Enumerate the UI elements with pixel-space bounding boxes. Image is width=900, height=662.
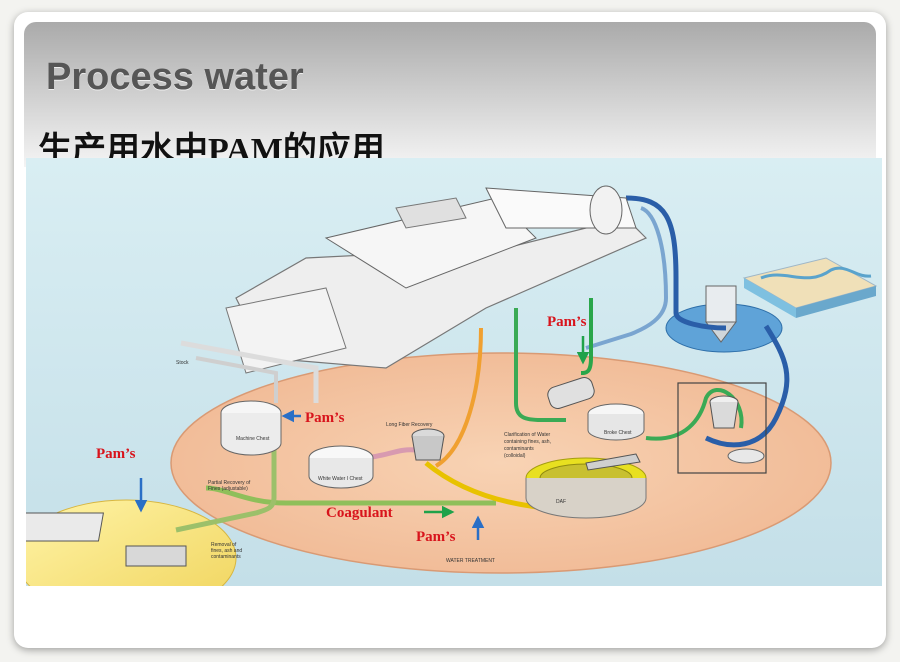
stock-label: Stock — [176, 360, 189, 366]
pams-bottom-label: Pam’s — [416, 529, 456, 545]
removal-label-3: contaminants — [211, 554, 241, 560]
landscape-tile-side — [744, 278, 796, 318]
process-water-diagram: Pam’s Pam’s Pam’s Coagulant Pam’s Stock … — [26, 158, 882, 586]
water-treatment-label: WATER TREATMENT — [446, 558, 495, 564]
green-pipe-mid — [514, 308, 566, 422]
slide-title: Process water — [46, 56, 304, 98]
silo-body — [705, 285, 737, 323]
saveall-box — [677, 382, 767, 474]
saveall-body — [709, 401, 739, 429]
green-pipe-bottom — [205, 485, 496, 506]
title-band — [24, 22, 876, 167]
screen-unit — [26, 512, 104, 542]
pams-left-label: Pam’s — [96, 446, 136, 462]
daf-label: DAF — [556, 499, 566, 505]
long-fiber-label: Long Fiber Recovery — [386, 422, 433, 428]
green-pipe-top — [580, 298, 593, 375]
stock-pipe-2 — [195, 356, 278, 403]
daf-clarifier-body — [525, 478, 647, 519]
clarification-label-3: contaminants — [504, 446, 534, 452]
clarification-label-2: containing fines, ash, — [504, 439, 551, 445]
machine-chest-body — [220, 413, 282, 456]
clarification-label-1: Clarification of Water — [504, 432, 551, 438]
broke-chest-body — [587, 414, 645, 441]
green-pipe-left — [175, 418, 277, 533]
pams-top-label: Pam’s — [547, 314, 587, 330]
broke-chest-label: Broke Chest — [604, 430, 632, 436]
stock-pipe-1 — [180, 340, 319, 403]
partial-recovery-label-2: Fines (adjustable) — [208, 486, 248, 492]
landscape-tile-front — [796, 286, 876, 318]
broke-pulper — [547, 377, 595, 409]
blue-pipe-main — [625, 195, 727, 331]
orange-pipe — [434, 327, 483, 468]
main-platform — [170, 352, 832, 574]
river-icon — [760, 266, 872, 280]
clarification-label-4: (colloidal) — [504, 453, 526, 459]
removal-label-2: fines, ash and — [211, 548, 242, 554]
dryer-roll — [589, 185, 623, 235]
daf-bridge — [585, 453, 641, 471]
slide: Process water 生产用水中PAM的应用 — [14, 12, 886, 648]
blue-pipe-secondary — [585, 206, 669, 350]
partial-recovery-label-1: Partial Recovery of — [208, 480, 251, 486]
coagulant-label: Coagulant — [326, 505, 393, 521]
press-section — [395, 197, 467, 229]
saveall-tank — [727, 448, 765, 464]
white-water-chest-label: White Water I Chest — [318, 476, 363, 482]
white-water-chest-body — [308, 458, 374, 489]
long-fiber-body — [411, 435, 445, 461]
pams-machine-chest-label: Pam’s — [305, 410, 345, 426]
removal-label-1: Removal of — [211, 542, 237, 548]
blue-pipe-return — [704, 324, 790, 448]
screen-unit-base — [125, 545, 187, 567]
machine-chest-label: Machine Chest — [236, 436, 270, 442]
